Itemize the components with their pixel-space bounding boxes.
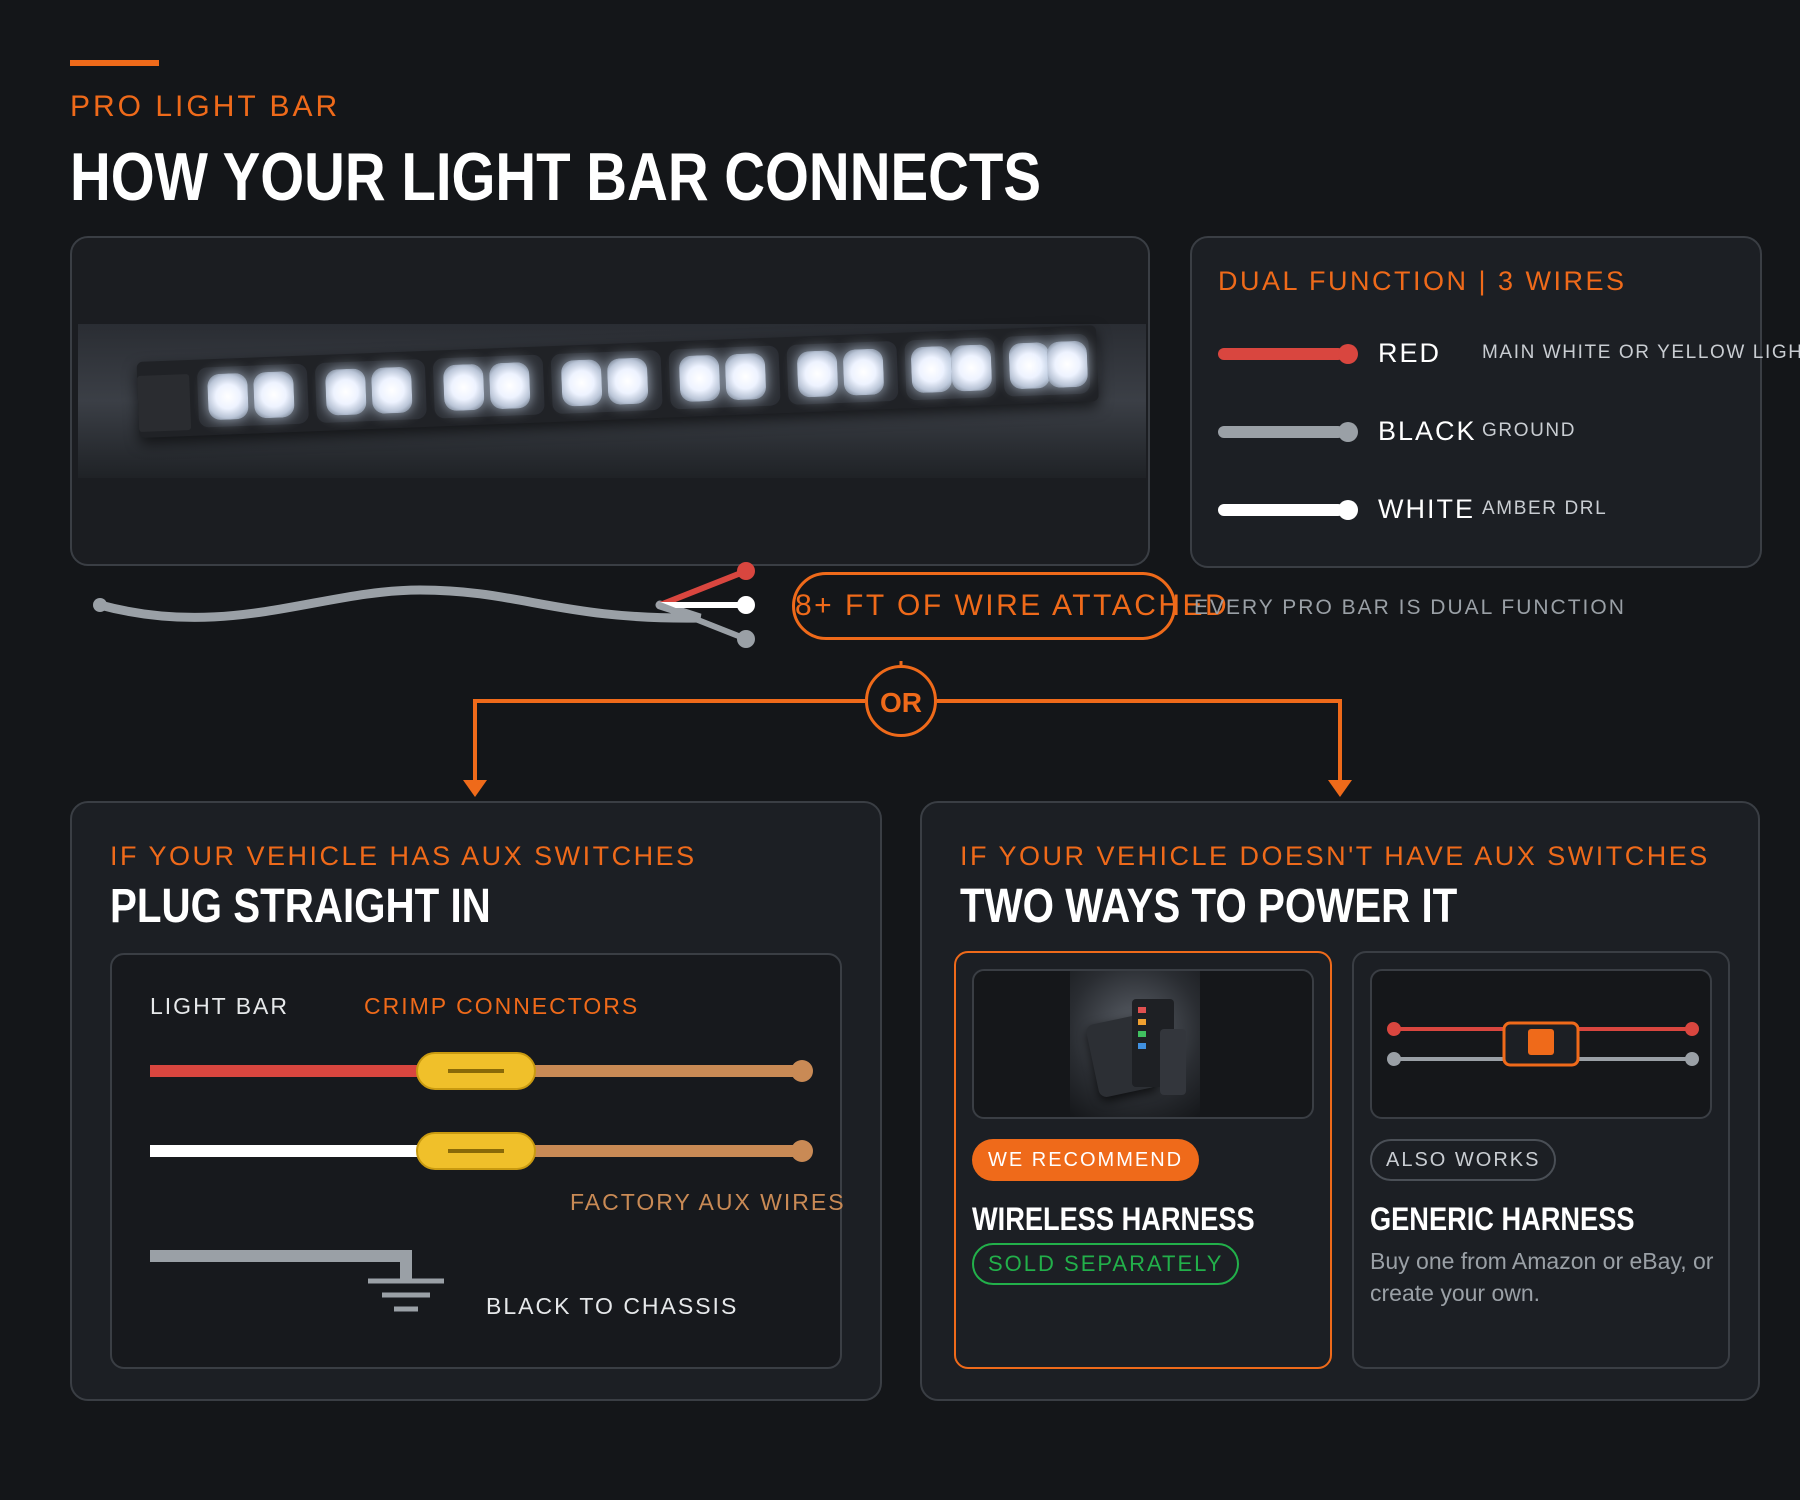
wire-length-text: 8+ FT OF WIRE ATTACHED [795, 589, 1230, 622]
ground-wire [150, 1250, 412, 1279]
page-title: HOW YOUR LIGHT BAR CONNECTS [70, 139, 1041, 215]
red-wire-end [657, 568, 749, 608]
wireless-harness-option[interactable]: WE RECOMMEND WIRELESS HARNESS SOLD SEPAR… [954, 951, 1332, 1369]
also-works-badge: ALSO WORKS [1370, 1139, 1557, 1181]
legend-wire-name: WHITE [1378, 494, 1475, 524]
down-arrow-left-icon [463, 780, 487, 797]
legend-title: DUAL FUNCTION | 3 WIRES [1218, 266, 1627, 296]
red-wire-end-icon [1338, 344, 1358, 364]
light-bar-image [78, 324, 1146, 478]
wiring-diagram: LIGHT BAR CRIMP CONNECTORS FACTORY AUX W… [110, 953, 844, 1369]
page-eyebrow: PRO LIGHT BAR [70, 90, 341, 123]
generic-harness-title: GENERIC HARNESS [1370, 1201, 1635, 1237]
legend-wire-description: MAIN WHITE OR YELLOW LIGHT [1482, 342, 1800, 363]
wireless-harness-title: WIRELESS HARNESS [972, 1201, 1255, 1237]
legend-row-black: BLACK GROUND [1218, 412, 1748, 452]
black-wire-end-icon [1338, 422, 1358, 442]
wire-legend-panel: DUAL FUNCTION | 3 WIRES RED MAIN WHITE O… [1190, 236, 1800, 568]
generic-harness-icon [1387, 1021, 1699, 1067]
legend-wire-description: GROUND [1482, 420, 1577, 441]
red-wire-swatch [1218, 348, 1344, 360]
wireless-harness-thumbnail [972, 969, 1314, 1119]
white-wire-swatch [1218, 504, 1344, 516]
wireless-harness-image [1070, 971, 1200, 1117]
black-to-chassis-label: BLACK TO CHASSIS [486, 1293, 739, 1319]
generic-harness-thumbnail [1370, 969, 1712, 1119]
crimp-connectors-label: CRIMP CONNECTORS [364, 993, 640, 1019]
no-aux-switches-card: IF YOUR VEHICLE DOESN'T HAVE AUX SWITCHE… [920, 801, 1760, 1401]
card-title: TWO WAYS TO POWER IT [960, 880, 1458, 933]
down-arrow-right-icon [1328, 780, 1352, 797]
or-label: OR [880, 687, 922, 718]
or-branch-left [473, 699, 865, 782]
black-wire-swatch [1218, 426, 1344, 438]
or-divider: OR [865, 665, 937, 737]
or-branch-right [937, 699, 1342, 782]
legend-wire-name: RED [1378, 338, 1442, 368]
sold-separately-badge: SOLD SEPARATELY [972, 1243, 1240, 1285]
generic-harness-option[interactable]: ALSO WORKS GENERIC HARNESS Buy one from … [1352, 951, 1730, 1369]
light-bar-photo-panel [70, 236, 1150, 566]
legend-row-red: RED MAIN WHITE OR YELLOW LIGHT [1218, 334, 1800, 374]
card-eyebrow: IF YOUR VEHICLE HAS AUX SWITCHES [110, 841, 697, 871]
card-title: PLUG STRAIGHT IN [110, 880, 491, 933]
factory-aux-wires-label: FACTORY AUX WIRES [570, 1189, 846, 1215]
legend-wire-description: AMBER DRL [1482, 498, 1608, 519]
wiring-diagram-graphic [150, 1052, 813, 1312]
aux-switches-card: IF YOUR VEHICLE HAS AUX SWITCHES PLUG ST… [70, 801, 882, 1401]
wire-length-pill: 8+ FT OF WIRE ATTACHED [792, 572, 1230, 640]
white-wire-end-icon [1338, 500, 1358, 520]
generic-harness-description: Buy one from Amazon or eBay, or create y… [1370, 1248, 1714, 1306]
accent-rule [70, 60, 159, 66]
legend-row-white: WHITE AMBER DRL [1218, 490, 1748, 530]
light-bar-label: LIGHT BAR [150, 993, 289, 1019]
cable-icon [95, 585, 702, 623]
black-wire-end [657, 602, 749, 642]
card-eyebrow: IF YOUR VEHICLE DOESN'T HAVE AUX SWITCHE… [960, 841, 1710, 871]
dual-function-note: EVERY PRO BAR IS DUAL FUNCTION [1194, 596, 1626, 619]
legend-wire-name: BLACK [1378, 416, 1477, 446]
ground-symbol-icon [368, 1278, 444, 1312]
recommend-badge: WE RECOMMEND [972, 1139, 1200, 1181]
